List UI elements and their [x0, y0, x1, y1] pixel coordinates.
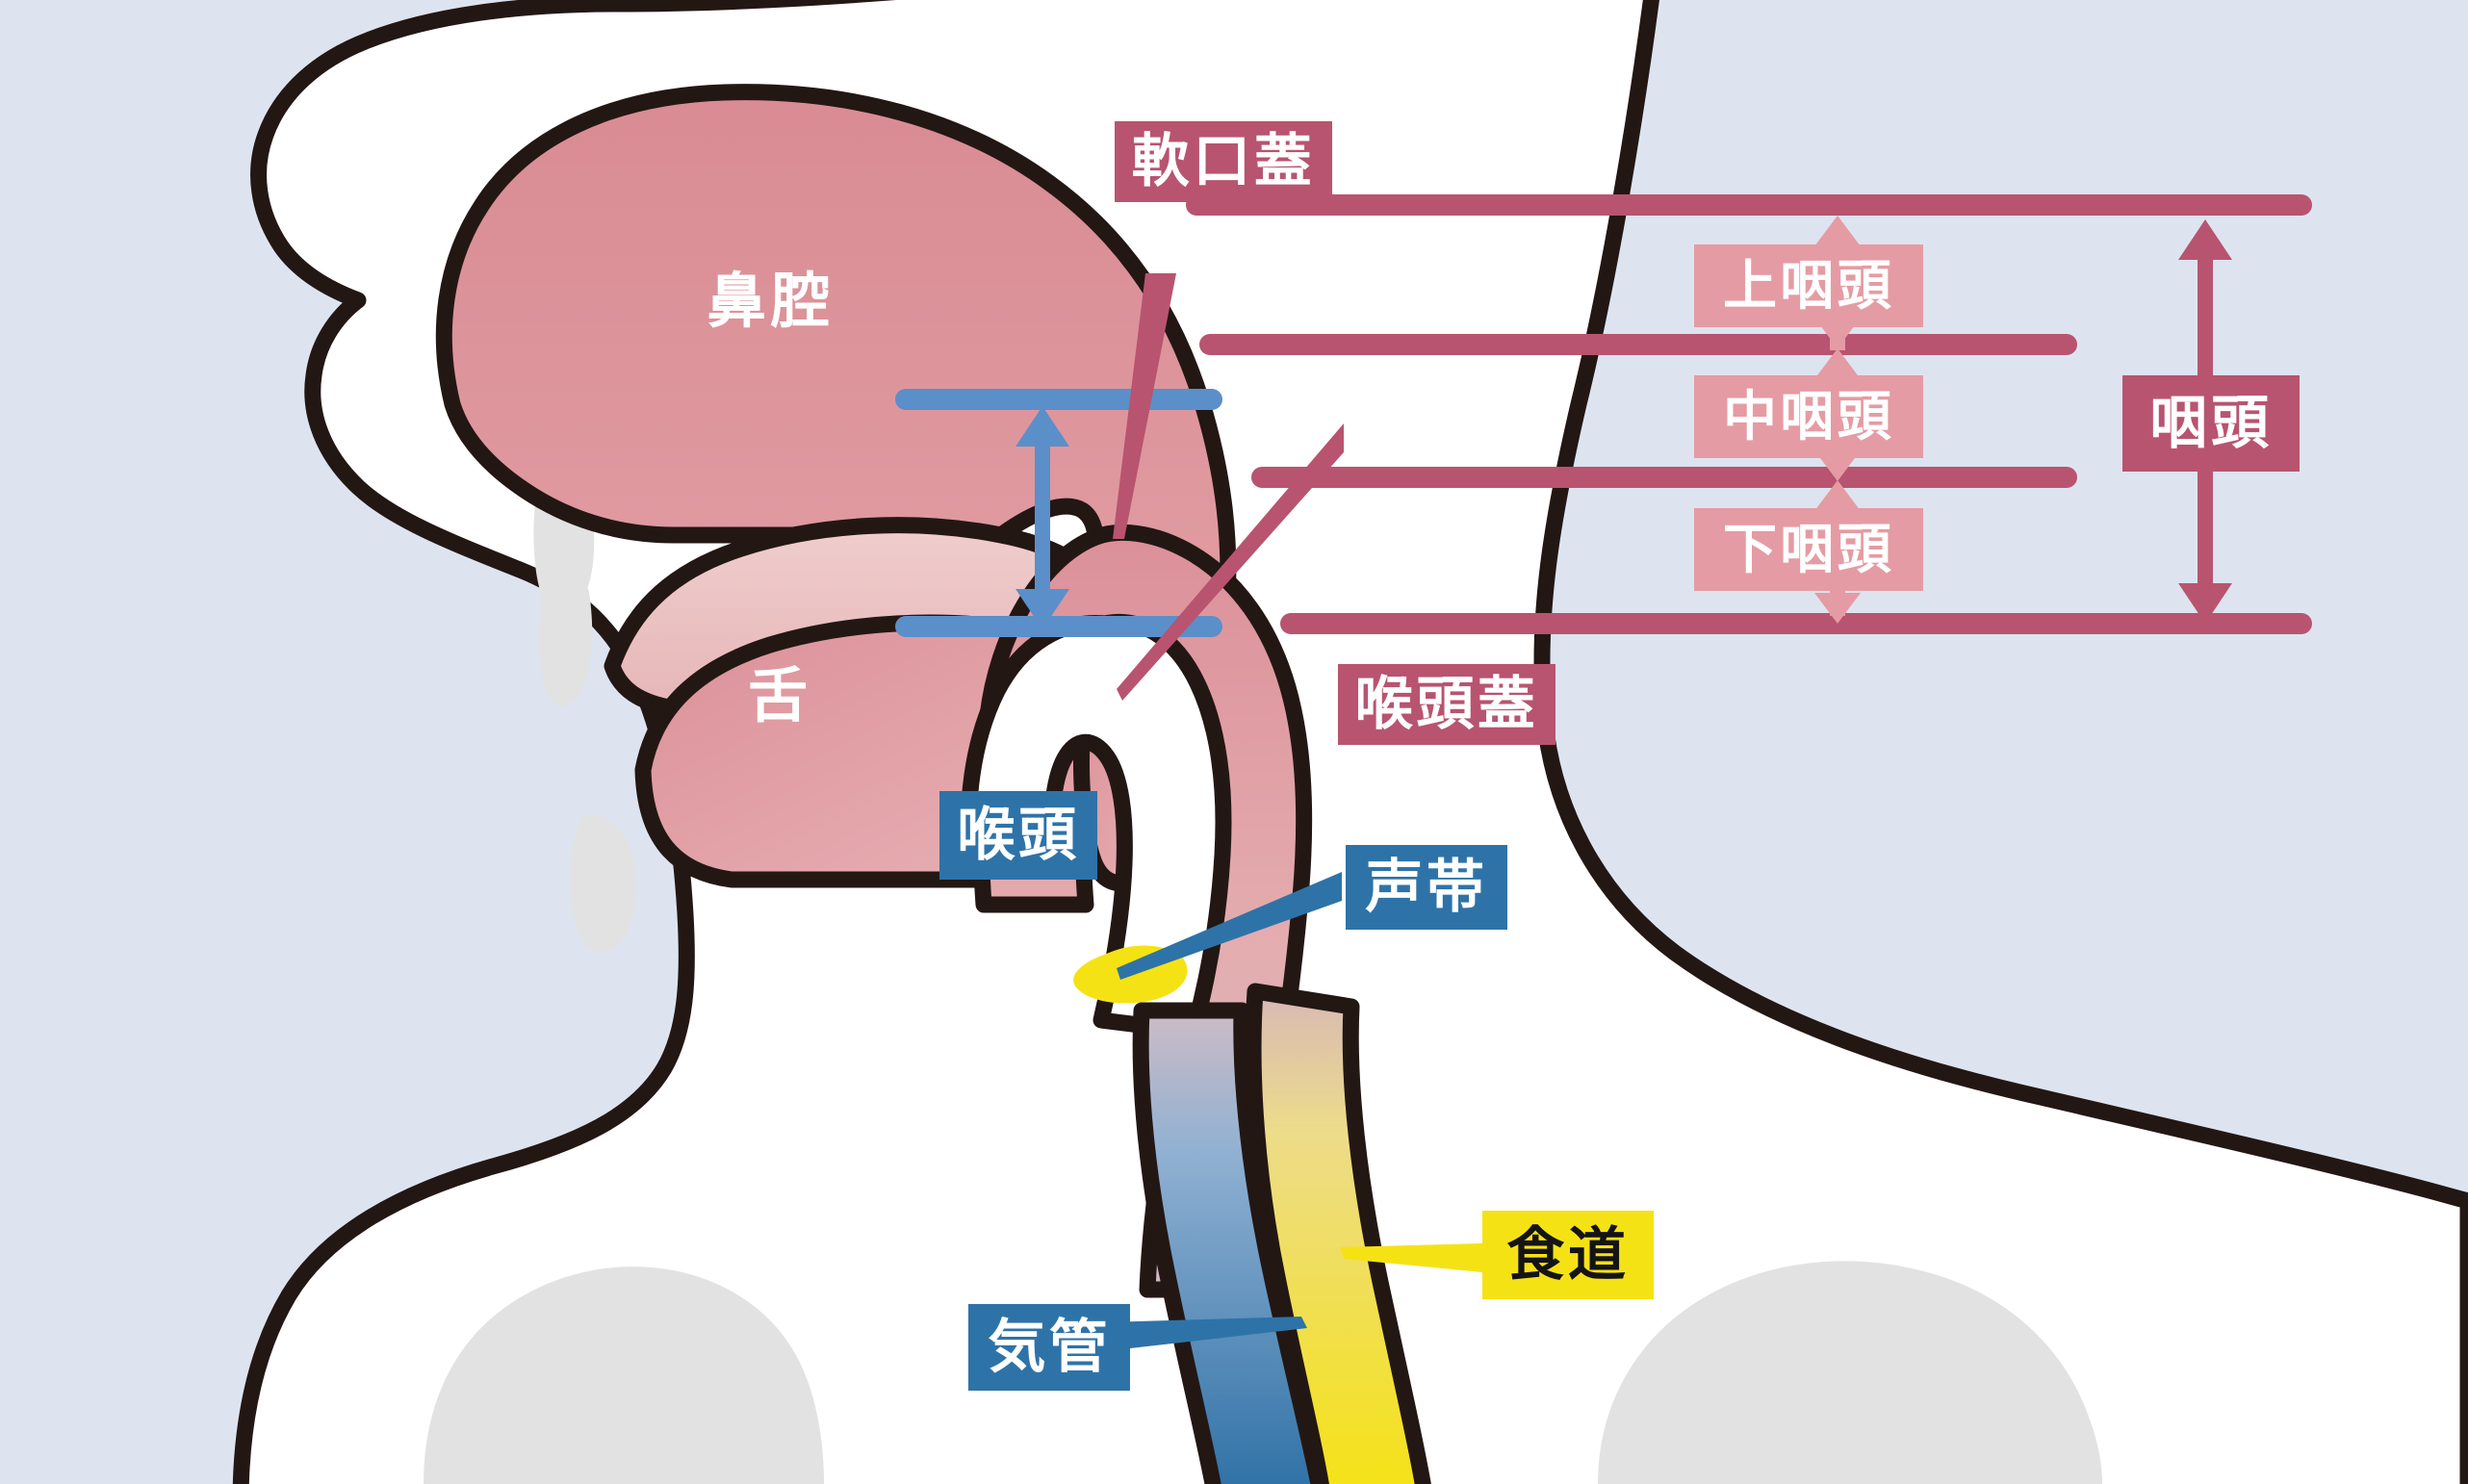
label-vocal-cords-text: 声帯	[1365, 855, 1488, 919]
trachea-leader	[1105, 1317, 1307, 1351]
epiglottis-leader	[1117, 423, 1344, 701]
label-esophagus[interactable]: 食道	[1482, 1211, 1654, 1299]
divider-line-1	[1186, 194, 2312, 216]
label-hypopharynx-text: 下咽頭	[1722, 519, 1895, 579]
label-nasopharynx-text: 上咽頭	[1722, 255, 1895, 316]
label-epiglottis-text: 喉頭蓋	[1354, 672, 1539, 736]
esophagus	[1245, 983, 1431, 1484]
label-vocal-cords[interactable]: 声帯	[1346, 845, 1507, 930]
label-trachea-text: 気管	[988, 1315, 1111, 1379]
label-larynx-text: 喉頭	[957, 803, 1080, 867]
shoulder-shade-left	[424, 1267, 824, 1484]
esophagus-leader	[1340, 1243, 1482, 1272]
soft-palate-leader	[1113, 273, 1176, 539]
shoulder-shade-right	[1598, 1261, 2102, 1484]
label-esophagus-text: 食道	[1506, 1222, 1630, 1287]
label-tongue: 舌	[732, 662, 828, 731]
larynx-airway	[960, 614, 1232, 1040]
label-oropharynx-text: 中咽頭	[1722, 386, 1895, 447]
label-oropharynx[interactable]: 中咽頭	[1694, 375, 1923, 458]
label-pharynx[interactable]: 咽頭	[2122, 375, 2300, 472]
vocal-cord-leader	[1117, 872, 1342, 980]
label-soft-palate-text: 軟口蓋	[1131, 129, 1316, 193]
label-pharynx-text: 咽頭	[2149, 391, 2273, 455]
label-hypopharynx[interactable]: 下咽頭	[1694, 508, 1923, 591]
lip-cartilage-shade	[540, 560, 593, 706]
divider-line-4	[1280, 613, 2312, 634]
label-nasal-cavity: 鼻腔	[674, 268, 866, 337]
divider-line-3	[1251, 467, 2077, 488]
label-larynx[interactable]: 喉頭	[939, 791, 1097, 880]
chin-shade	[571, 814, 636, 953]
divider-line-2	[1199, 334, 2077, 355]
blue-guide-line-top	[895, 389, 1222, 410]
pharynx-divider-lines	[1186, 194, 2312, 634]
label-epiglottis[interactable]: 喉頭蓋	[1338, 664, 1555, 745]
blue-guide-line-bottom	[895, 616, 1222, 637]
label-tongue-text: 舌	[748, 663, 811, 729]
label-trachea[interactable]: 気管	[968, 1304, 1130, 1391]
label-nasopharynx[interactable]: 上咽頭	[1694, 244, 1923, 327]
larynx-measure-arrow	[1015, 406, 1069, 629]
label-soft-palate[interactable]: 軟口蓋	[1115, 121, 1332, 202]
label-nasal-cavity-text: 鼻腔	[707, 269, 834, 335]
